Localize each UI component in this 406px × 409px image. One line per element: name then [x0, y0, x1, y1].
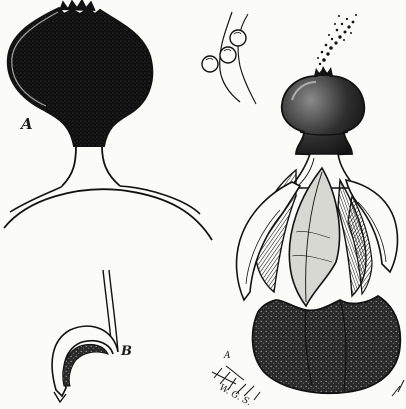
fungus-head	[282, 70, 365, 156]
section-a-inner-arc	[10, 186, 200, 214]
section-a-figure	[4, 0, 212, 240]
section-a-ostiole	[60, 0, 95, 11]
spore-fiber-2	[238, 14, 256, 104]
label-a: A	[21, 117, 33, 132]
earthstar-fungus-illustration	[212, 14, 404, 400]
spore-puff	[317, 14, 357, 65]
section-b-figure	[52, 270, 118, 402]
section-b-hook	[52, 326, 118, 396]
label-small-a: A	[224, 352, 231, 361]
section-a-stem	[62, 146, 120, 186]
section-a-outer-arc	[4, 189, 212, 240]
fungus-head-ostiole	[314, 66, 333, 76]
spore-detail	[202, 12, 256, 104]
fungus-base	[253, 296, 401, 393]
label-b: B	[121, 345, 132, 358]
